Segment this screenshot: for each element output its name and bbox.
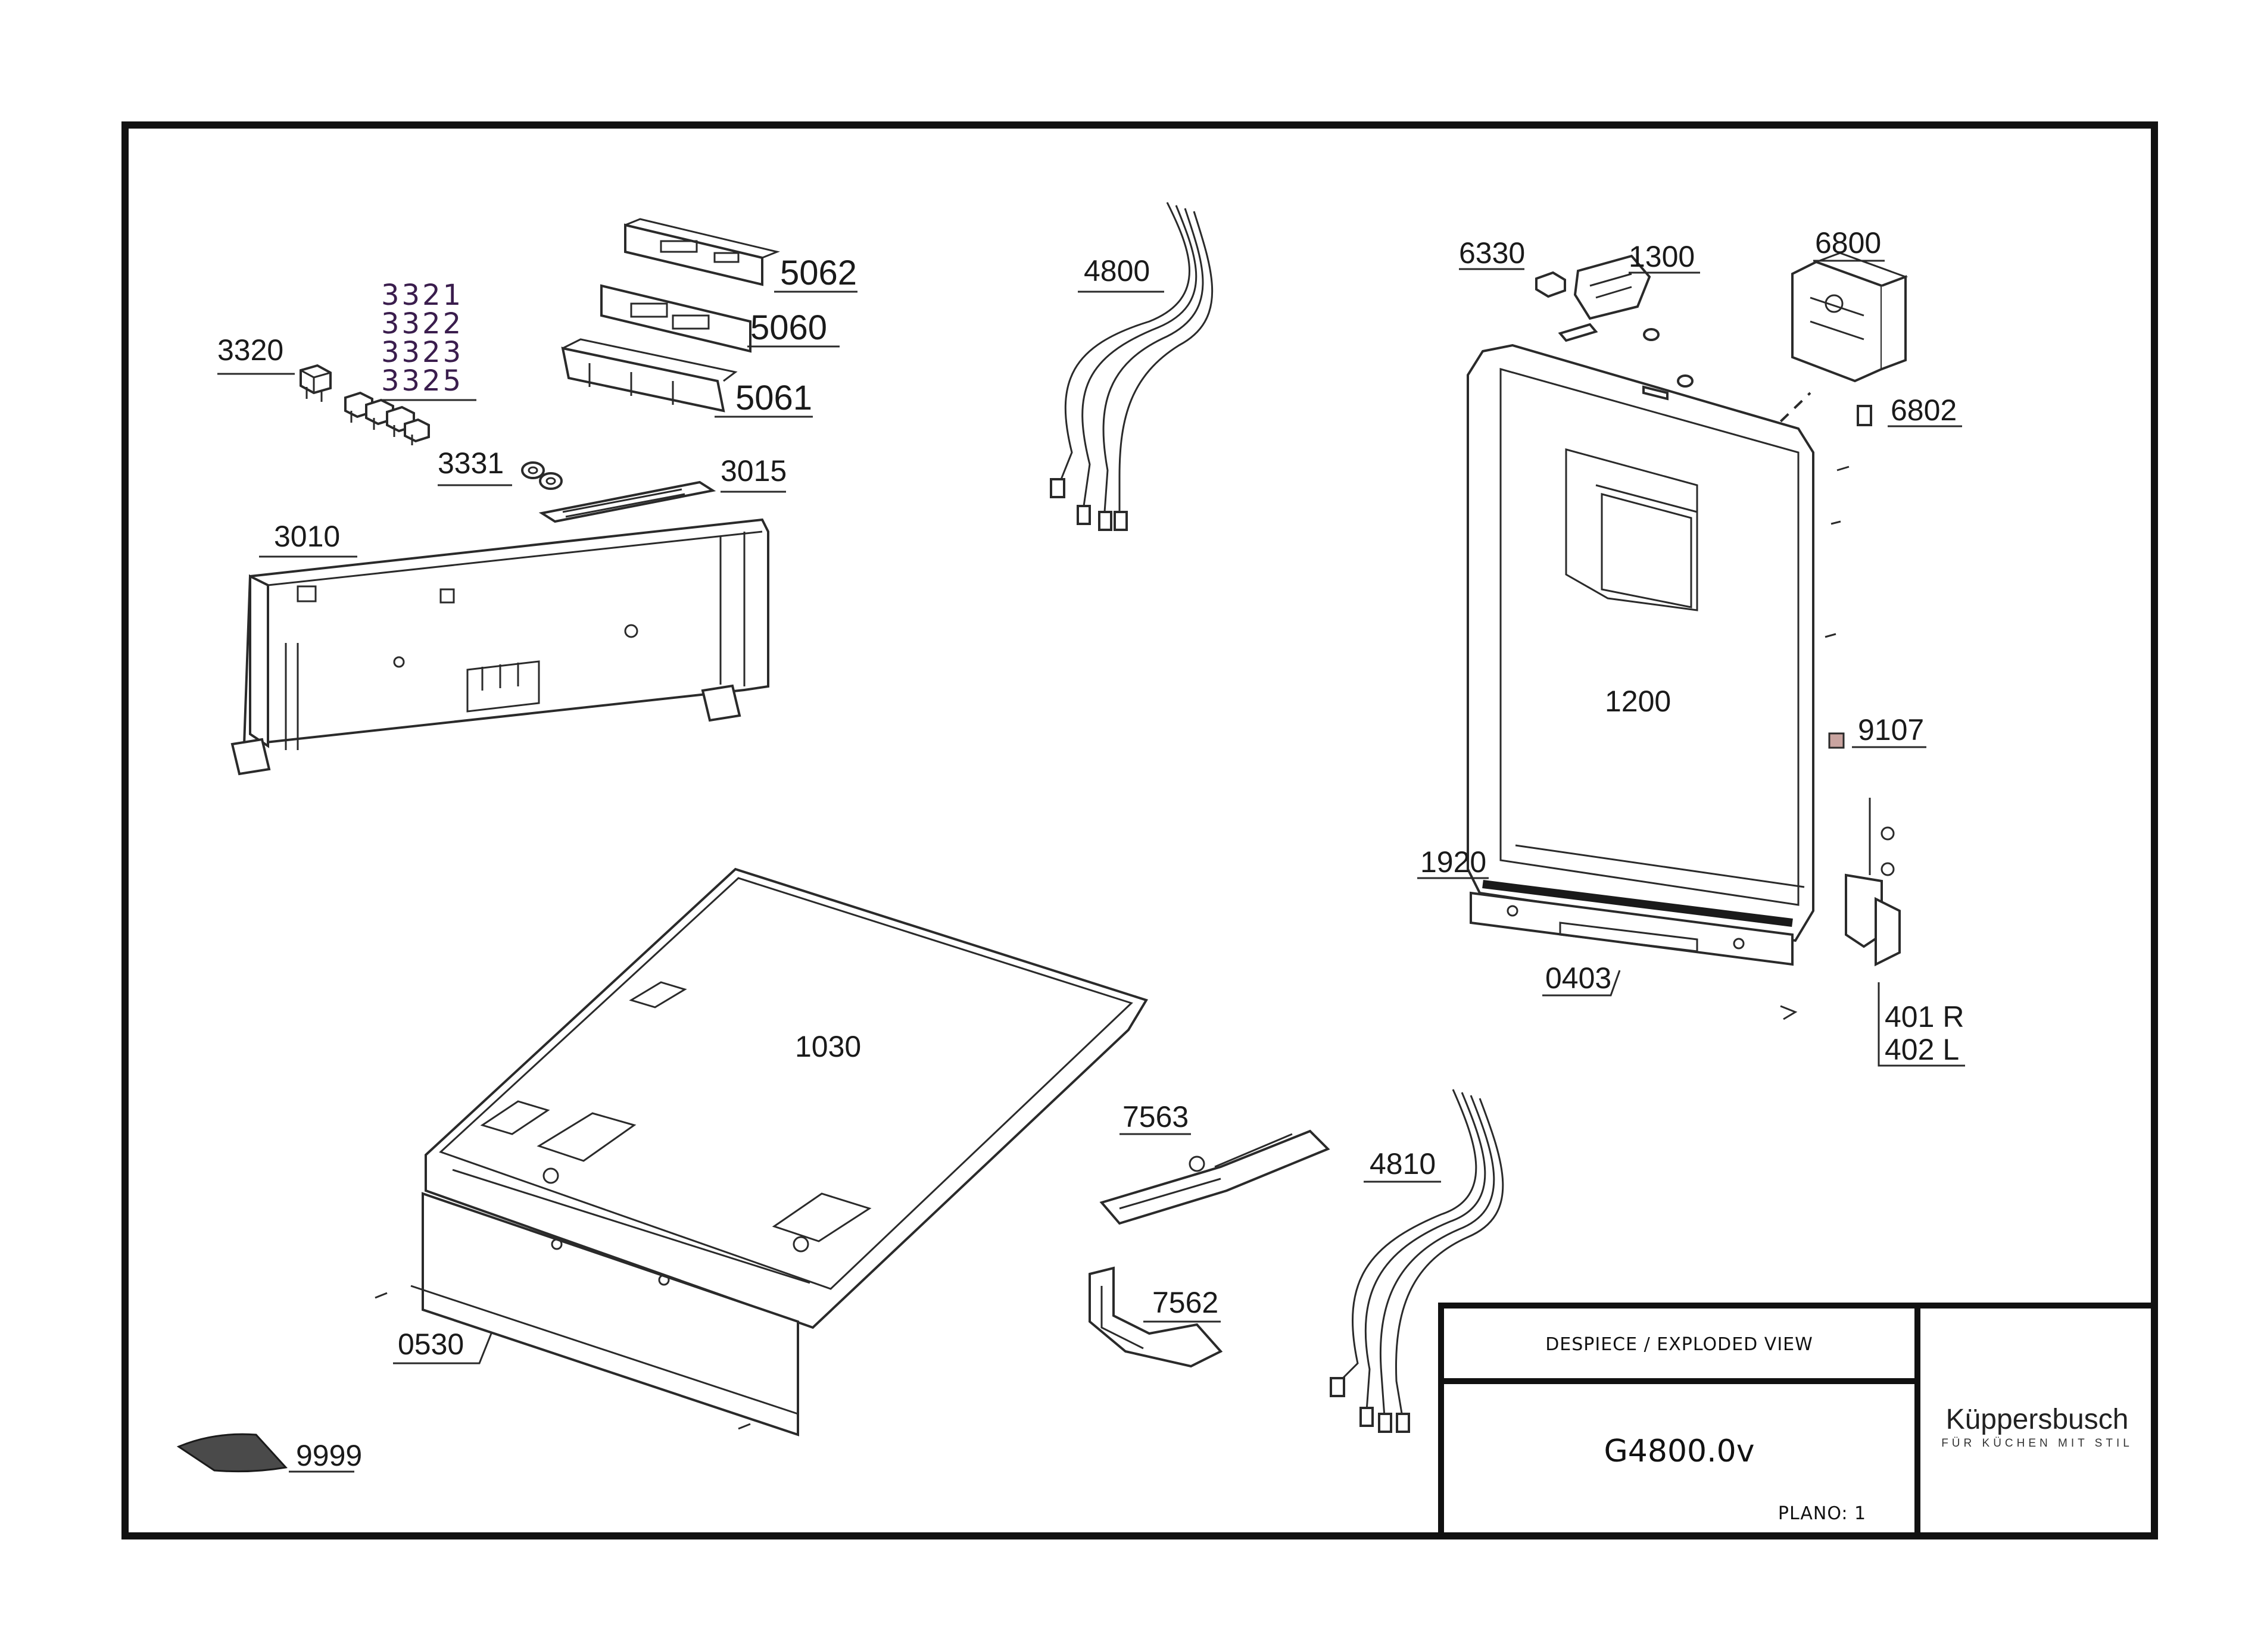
label-3321: 3321 — [381, 279, 463, 312]
brand-logo: Küppersbusch — [1946, 1404, 2129, 1435]
part-9107-swatch — [1828, 732, 1845, 749]
label-1200: 1200 — [1605, 685, 1671, 718]
label-5060: 5060 — [750, 308, 827, 347]
part-0403-drawing — [1470, 891, 1798, 1020]
label-3015: 3015 — [721, 454, 787, 488]
label-3325: 3325 — [381, 364, 463, 398]
label-9999: 9999 — [296, 1439, 362, 1472]
part-7563-drawing — [1099, 1129, 1330, 1225]
label-6800: 6800 — [1815, 226, 1881, 260]
part-5060-drawing — [600, 284, 751, 353]
title-block: DESPIECE / EXPLODED VIEW G4800.0v PLANO:… — [1438, 1303, 2157, 1539]
label-7562: 7562 — [1152, 1286, 1218, 1319]
label-401r: 401 R — [1885, 1000, 1964, 1033]
part-6800-drawing — [1791, 252, 1909, 383]
drawing-frame — [121, 121, 2158, 1539]
part-1200-drawing — [1467, 343, 1814, 942]
label-3010: 3010 — [274, 520, 340, 553]
part-9107-drawing — [1828, 732, 1845, 749]
leader-lines — [217, 260, 1965, 1473]
label-5061: 5061 — [735, 379, 812, 417]
part-1030-drawing — [425, 867, 1149, 1329]
view-title: DESPIECE / EXPLODED VIEW — [1545, 1334, 1813, 1355]
part-401-402-drawing — [1845, 798, 1901, 967]
part-3015-drawing — [538, 480, 716, 523]
screws-drawing — [1825, 466, 1850, 638]
label-3322: 3322 — [381, 307, 463, 341]
label-9107: 9107 — [1858, 713, 1924, 747]
part-0530-drawing — [375, 1192, 799, 1436]
part-3320-drawing — [300, 364, 332, 402]
label-0530: 0530 — [398, 1328, 464, 1361]
label-5062: 5062 — [780, 254, 857, 292]
part-6802-drawing — [1857, 405, 1872, 426]
part-9999-drawing — [176, 1433, 288, 1473]
label-3323: 3323 — [381, 336, 463, 369]
label-4800: 4800 — [1084, 254, 1150, 288]
part-6330-1300-drawing — [1535, 254, 1694, 388]
part-4810-drawing — [1330, 1089, 1504, 1433]
label-1300: 1300 — [1629, 240, 1695, 273]
label-3331: 3331 — [438, 446, 504, 480]
label-1030: 1030 — [795, 1030, 861, 1063]
label-6802: 6802 — [1891, 394, 1957, 427]
label-1920: 1920 — [1420, 845, 1486, 879]
part-5062-drawing — [624, 218, 780, 286]
part-4800-drawing — [1050, 202, 1214, 531]
part-5061-drawing — [561, 338, 738, 413]
brand-tagline: FÜR KÜCHEN MIT STIL — [1941, 1437, 2133, 1450]
label-7563: 7563 — [1122, 1100, 1189, 1133]
label-3320: 3320 — [217, 333, 283, 367]
part-3331-drawing — [521, 461, 563, 490]
model-number: G4800.0v — [1604, 1434, 1754, 1469]
label-0403: 0403 — [1545, 961, 1611, 995]
part-7562-drawing — [1089, 1266, 1223, 1368]
part-3010-drawing — [230, 518, 769, 776]
label-4810: 4810 — [1370, 1147, 1436, 1181]
label-6330: 6330 — [1459, 236, 1525, 270]
label-402l: 402 L — [1885, 1033, 1959, 1066]
plan-number: PLANO: 1 — [1778, 1503, 1866, 1524]
part-1920-drawing — [1482, 880, 1793, 927]
